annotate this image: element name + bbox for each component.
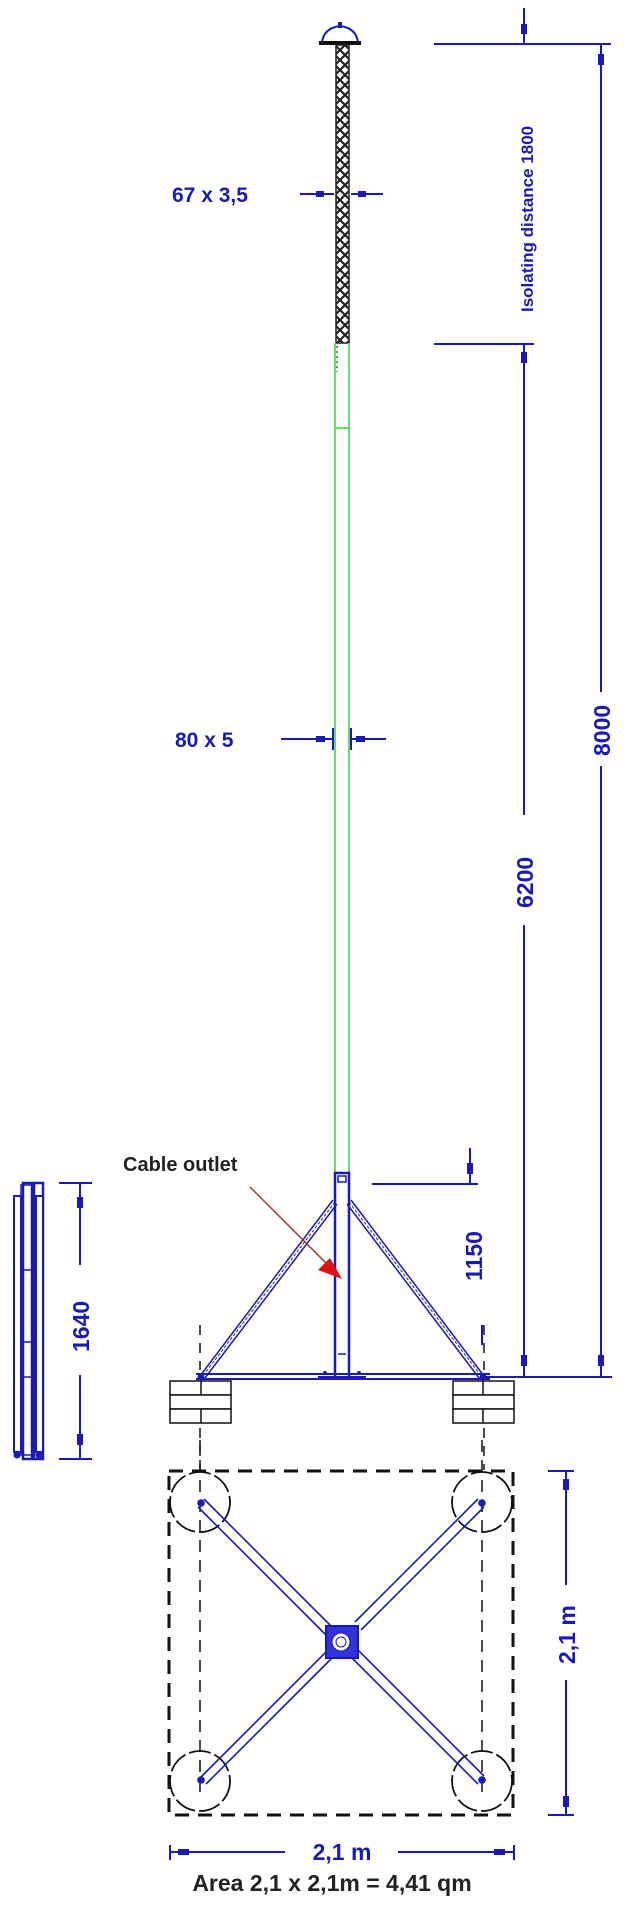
center-hub-icon [325, 1625, 359, 1659]
base-height-dim [372, 1148, 483, 1345]
side-view-height-label: 1640 [68, 1301, 94, 1352]
total-height-label: 8000 [589, 705, 615, 756]
footprint-depth-label: 2,1 m [554, 1605, 580, 1664]
tube-height-label: 6200 [512, 857, 538, 908]
tube-height-dim [521, 344, 527, 1377]
isolating-distance-dim [434, 8, 611, 345]
top-tube-dim-arrows [300, 191, 383, 197]
base-mast [318, 1171, 366, 1380]
air-terminal-cap-icon [319, 22, 361, 45]
base-height-label: 1150 [461, 1231, 487, 1281]
ballast-plates [169, 1471, 513, 1812]
side-view-height-dim [59, 1182, 92, 1460]
footprint-width-dim [169, 1845, 515, 1860]
insulating-tube-dim-arrows [281, 728, 386, 750]
footprint-width-label: 2,1 m [313, 1839, 372, 1865]
isolating-distance-label: Isolating distance 1800 [518, 126, 537, 312]
ballast-weight-right [452, 1380, 515, 1424]
cable-outlet-label: Cable outlet [123, 1154, 238, 1176]
area-label: Area 2,1 x 2,1m = 4,41 qm [192, 1870, 471, 1896]
insulating-tube-dimension: 80 x 5 [175, 729, 234, 752]
side-view-folded-parts [13, 1181, 45, 1461]
top-tube-dimension: 67 x 3,5 [172, 184, 248, 207]
cross-arms [197, 1498, 486, 1785]
cable-outlet-arrow-icon [249, 1186, 342, 1279]
total-height-dim [598, 44, 604, 1377]
footprint-depth-dim [548, 1470, 574, 1816]
ballast-weight-left [169, 1380, 232, 1424]
lattice-top-tube [335, 44, 350, 344]
insulating-tube [334, 343, 350, 1173]
